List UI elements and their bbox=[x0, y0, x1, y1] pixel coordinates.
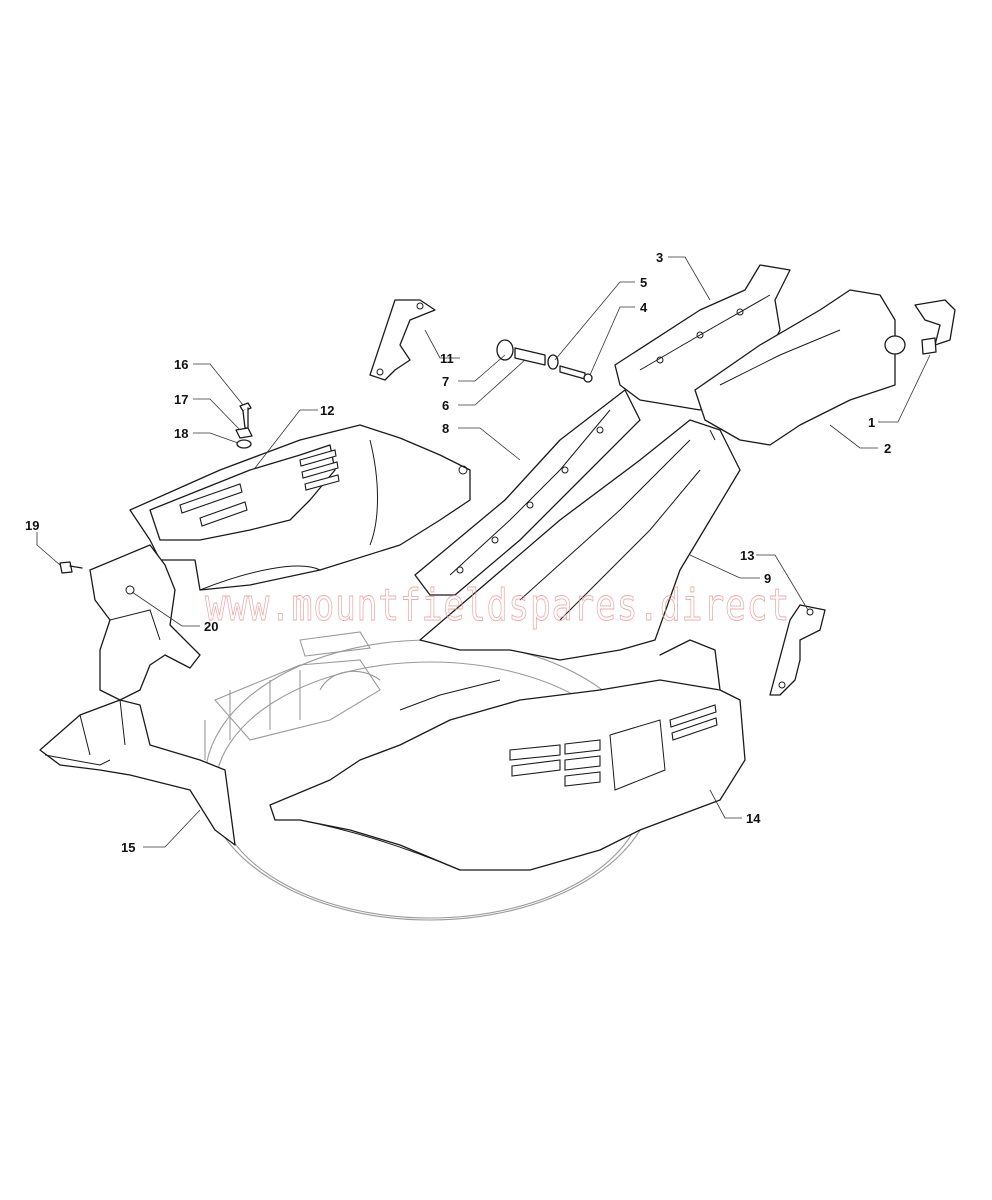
callout-14: 14 bbox=[746, 811, 761, 826]
callout-8: 8 bbox=[442, 421, 449, 436]
watermark-text: www.mountfieldspares.direct bbox=[205, 580, 790, 631]
bracket-part-15 bbox=[39, 699, 236, 846]
callout-6: 6 bbox=[442, 398, 449, 413]
callout-17: 17 bbox=[174, 392, 188, 407]
bracket-part-20 bbox=[89, 544, 201, 701]
rear-chute-part-2 bbox=[694, 289, 906, 446]
callout-18: 18 bbox=[174, 426, 188, 441]
callout-3: 3 bbox=[656, 250, 663, 265]
callout-9: 9 bbox=[764, 571, 771, 586]
fasteners-parts-16-18 bbox=[235, 402, 253, 449]
callout-2: 2 bbox=[884, 441, 891, 456]
callout-1: 1 bbox=[868, 415, 875, 430]
callout-13: 13 bbox=[740, 548, 754, 563]
hinge-plate-part-8 bbox=[414, 389, 641, 596]
callout-7: 7 bbox=[442, 374, 449, 389]
screw-part-19 bbox=[59, 561, 83, 574]
leader-lines bbox=[36, 256, 931, 848]
callout-16: 16 bbox=[174, 357, 188, 372]
callout-4: 4 bbox=[640, 300, 648, 315]
front-shroud-part-14 bbox=[269, 639, 746, 871]
callout-5: 5 bbox=[640, 275, 647, 290]
bracket-part-13 bbox=[769, 604, 826, 696]
pin-assembly-parts-4-7 bbox=[496, 339, 593, 383]
callout-19: 19 bbox=[25, 518, 39, 533]
clip-part-1 bbox=[914, 299, 956, 355]
callout-12: 12 bbox=[320, 403, 334, 418]
callout-11: 11 bbox=[440, 351, 454, 366]
callout-20: 20 bbox=[204, 619, 218, 634]
bracket-part-11 bbox=[369, 299, 436, 381]
central-chute-part-9 bbox=[419, 419, 741, 661]
left-shroud-part-12 bbox=[129, 424, 471, 591]
callout-15: 15 bbox=[121, 840, 135, 855]
callout-labels: 1 2 3 4 5 6 7 8 9 11 12 13 14 15 16 17 1… bbox=[25, 250, 891, 855]
